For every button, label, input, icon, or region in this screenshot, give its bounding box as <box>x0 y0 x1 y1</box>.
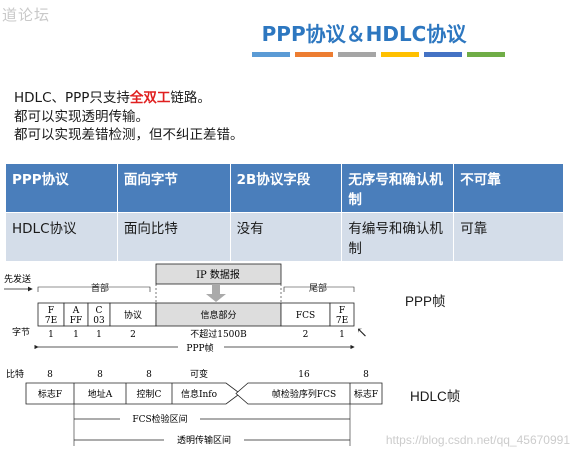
ip-packet-label: IP 数据报 <box>196 268 240 281</box>
ppp-byte-count: 不超过1500B <box>190 328 247 340</box>
ppp-field-label: 信息部分 <box>200 309 236 321</box>
table-cell: 2B协议字段 <box>229 163 343 213</box>
page-title: PPP协议＆HDLC协议 <box>261 22 467 46</box>
accent-bar <box>381 52 419 57</box>
bytes-label: 字节 <box>12 326 30 338</box>
hdlc-fields: 标志F 地址A 控制C 信息Info 帧检验序列FCS 标志F <box>25 382 383 405</box>
table-row: HDLC协议 面向比特 没有 有编号和确认机制 可靠 <box>5 212 564 262</box>
trailer-label: 尾部 <box>309 282 327 294</box>
ppp-field-label: 协议 <box>124 309 142 321</box>
hdlc-frame-diagram: 比特 8 8 8 可变 16 8 标志F 地址A 控制C 信息Info 帧检验序列FCS 标志F F… <box>6 368 383 446</box>
hdlc-bit-counts: 8 8 8 可变 16 8 <box>47 368 369 380</box>
table-cell: 可靠 <box>453 212 564 262</box>
ppp-field-label: 7E <box>336 316 348 326</box>
accent-bar <box>252 52 290 57</box>
ppp-field-box <box>329 302 355 327</box>
bits-label: 比特 <box>6 368 24 380</box>
ppp-field-label: C <box>96 306 103 316</box>
table-cell: 没有 <box>229 212 343 262</box>
table-cell: 不可靠 <box>453 163 564 213</box>
svg-text:↖: ↖ <box>356 325 368 341</box>
ppp-byte-count: 1 <box>73 330 79 340</box>
transparent-range-label: 透明传输区间 <box>177 434 231 446</box>
ppp-byte-count: 2 <box>130 330 136 340</box>
table-cell: 有编号和确认机制 <box>341 212 455 262</box>
ppp-field-label: A <box>72 306 80 316</box>
table-cell: 无序号和确认机制 <box>341 163 455 213</box>
ppp-field-label: FCS <box>296 311 315 321</box>
hdlc-field-label: 控制C <box>137 388 162 400</box>
ppp-byte-count: 1 <box>339 330 345 340</box>
ppp-frame-label: PPP帧 <box>405 294 446 309</box>
hdlc-field-label: 标志F <box>354 388 378 400</box>
table-cell: PPP协议 <box>5 163 118 213</box>
highlight-text: 全双工 <box>129 90 171 106</box>
hdlc-frame-label: HDLC帧 <box>410 389 461 404</box>
table-cell: 面向字节 <box>116 163 231 213</box>
header-label: 首部 <box>91 282 109 294</box>
logo: 道论坛 <box>2 6 51 24</box>
ppp-frame-caption: PPP帧 <box>186 342 213 354</box>
hdlc-field-label: 地址A <box>88 388 113 400</box>
hdlc-bit-count: 16 <box>298 370 310 380</box>
hdlc-bit-count: 8 <box>47 370 53 380</box>
accent-bar <box>295 52 333 57</box>
accent-bar <box>467 52 505 57</box>
hdlc-bit-count: 8 <box>363 370 369 380</box>
bullet-line: HDLC、PPP只支持全双工链路。 <box>14 90 211 106</box>
table-cell: 面向比特 <box>116 212 231 262</box>
hdlc-bit-count: 8 <box>97 370 103 380</box>
ppp-field-label: 7E <box>45 316 57 326</box>
ppp-field-label: F <box>339 306 345 316</box>
table-cell: HDLC协议 <box>5 212 118 262</box>
ppp-field-label: FF <box>70 316 83 326</box>
hdlc-field-label: 帧检验序列FCS <box>272 388 336 400</box>
hdlc-field-label: 信息Info <box>181 388 217 400</box>
hdlc-bit-count: 8 <box>146 370 152 380</box>
ppp-field-label: 03 <box>93 316 105 326</box>
bullet-line: 都可以实现差错检测，但不纠正差错。 <box>14 127 244 143</box>
hdlc-bit-count: 可变 <box>190 368 208 380</box>
table-row: PPP协议 面向字节 2B协议字段 无序号和确认机制 不可靠 <box>5 163 564 213</box>
title-accent-bars <box>252 52 505 57</box>
ppp-byte-count: 2 <box>303 330 309 340</box>
accent-bar <box>338 52 376 57</box>
fcs-range-label: FCS检验区间 <box>132 413 187 425</box>
bullet-list: HDLC、PPP只支持全双工链路。 都可以实现透明传输。 都可以实现差错检测，但… <box>14 89 244 145</box>
accent-bar <box>424 52 462 57</box>
bullet-line: 都可以实现透明传输。 <box>14 108 149 125</box>
watermark: https://blog.csdn.net/qq_45670991 <box>385 433 570 447</box>
ppp-byte-count: 1 <box>96 330 102 340</box>
ppp-byte-count: 1 <box>48 330 54 340</box>
comparison-table: PPP协议 面向字节 2B协议字段 无序号和确认机制 不可靠 HDLC协议 面向… <box>5 163 564 262</box>
ppp-byte-counts: 1 1 1 2 不超过1500B 2 1 <box>48 328 345 340</box>
ppp-field-label: F <box>48 306 54 316</box>
hdlc-field-label: 标志F <box>38 388 62 400</box>
send-first-label: 先发送 <box>4 273 31 285</box>
